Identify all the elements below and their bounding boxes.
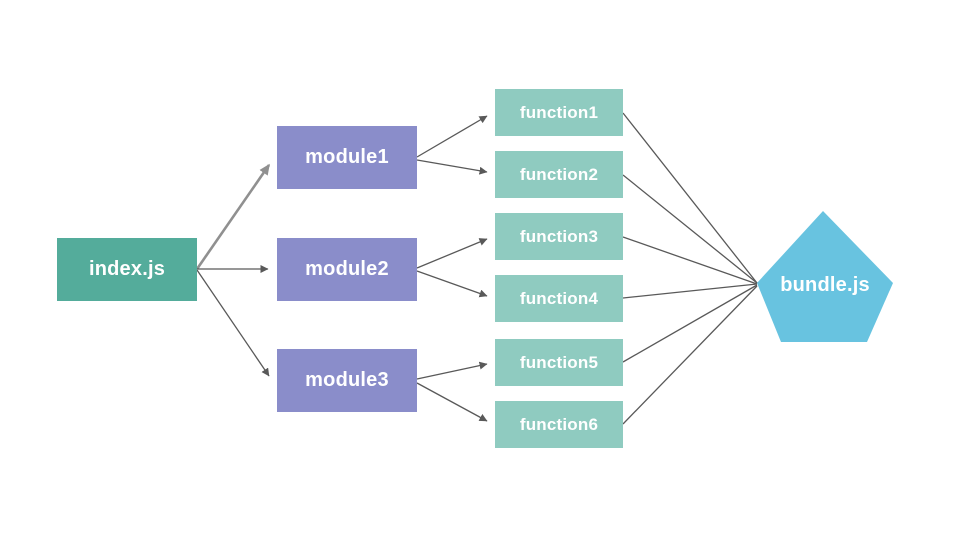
node-function6: function6 <box>495 401 623 448</box>
node-function4-label: function4 <box>519 288 599 308</box>
edge-index-module1 <box>195 163 271 270</box>
edge-function3-bundle <box>622 236 758 285</box>
edge-function5-bundle <box>622 284 758 363</box>
edge-module1-function2 <box>416 159 488 175</box>
edge-module3-function5 <box>416 361 488 380</box>
edge-function6-bundle <box>622 285 758 425</box>
node-function3-label: function3 <box>519 226 599 246</box>
node-module2-label: module2 <box>305 258 389 280</box>
node-function5: function5 <box>495 339 623 386</box>
node-bundle-js: bundle.js <box>757 268 893 302</box>
node-function3: function3 <box>495 213 623 260</box>
node-function2-label: function2 <box>519 164 599 184</box>
edge-module2-function4 <box>416 270 488 298</box>
node-index-js-label: index.js <box>88 258 166 280</box>
edge-module1-function1 <box>416 115 488 158</box>
node-module1-label: module1 <box>305 146 389 168</box>
node-module2: module2 <box>277 238 417 301</box>
node-module3: module3 <box>277 349 417 412</box>
bundle-pentagon-shape <box>757 211 893 342</box>
node-function1-label: function1 <box>519 102 599 122</box>
edge-module2-function3 <box>416 238 488 269</box>
node-function4: function4 <box>495 275 623 322</box>
node-module1: module1 <box>277 126 417 189</box>
node-bundle-js-label: bundle.js <box>780 273 870 296</box>
node-index-js: index.js <box>57 238 197 301</box>
edge-index-module3 <box>196 269 270 377</box>
edge-module3-function6 <box>416 382 488 422</box>
node-module3-label: module3 <box>305 369 389 391</box>
node-function1: function1 <box>495 89 623 136</box>
node-function6-label: function6 <box>519 414 599 434</box>
node-function5-label: function5 <box>519 352 599 372</box>
edge-function2-bundle <box>622 174 758 284</box>
edge-function4-bundle <box>622 283 758 299</box>
node-function2: function2 <box>495 151 623 198</box>
edge-function1-bundle <box>622 112 758 284</box>
